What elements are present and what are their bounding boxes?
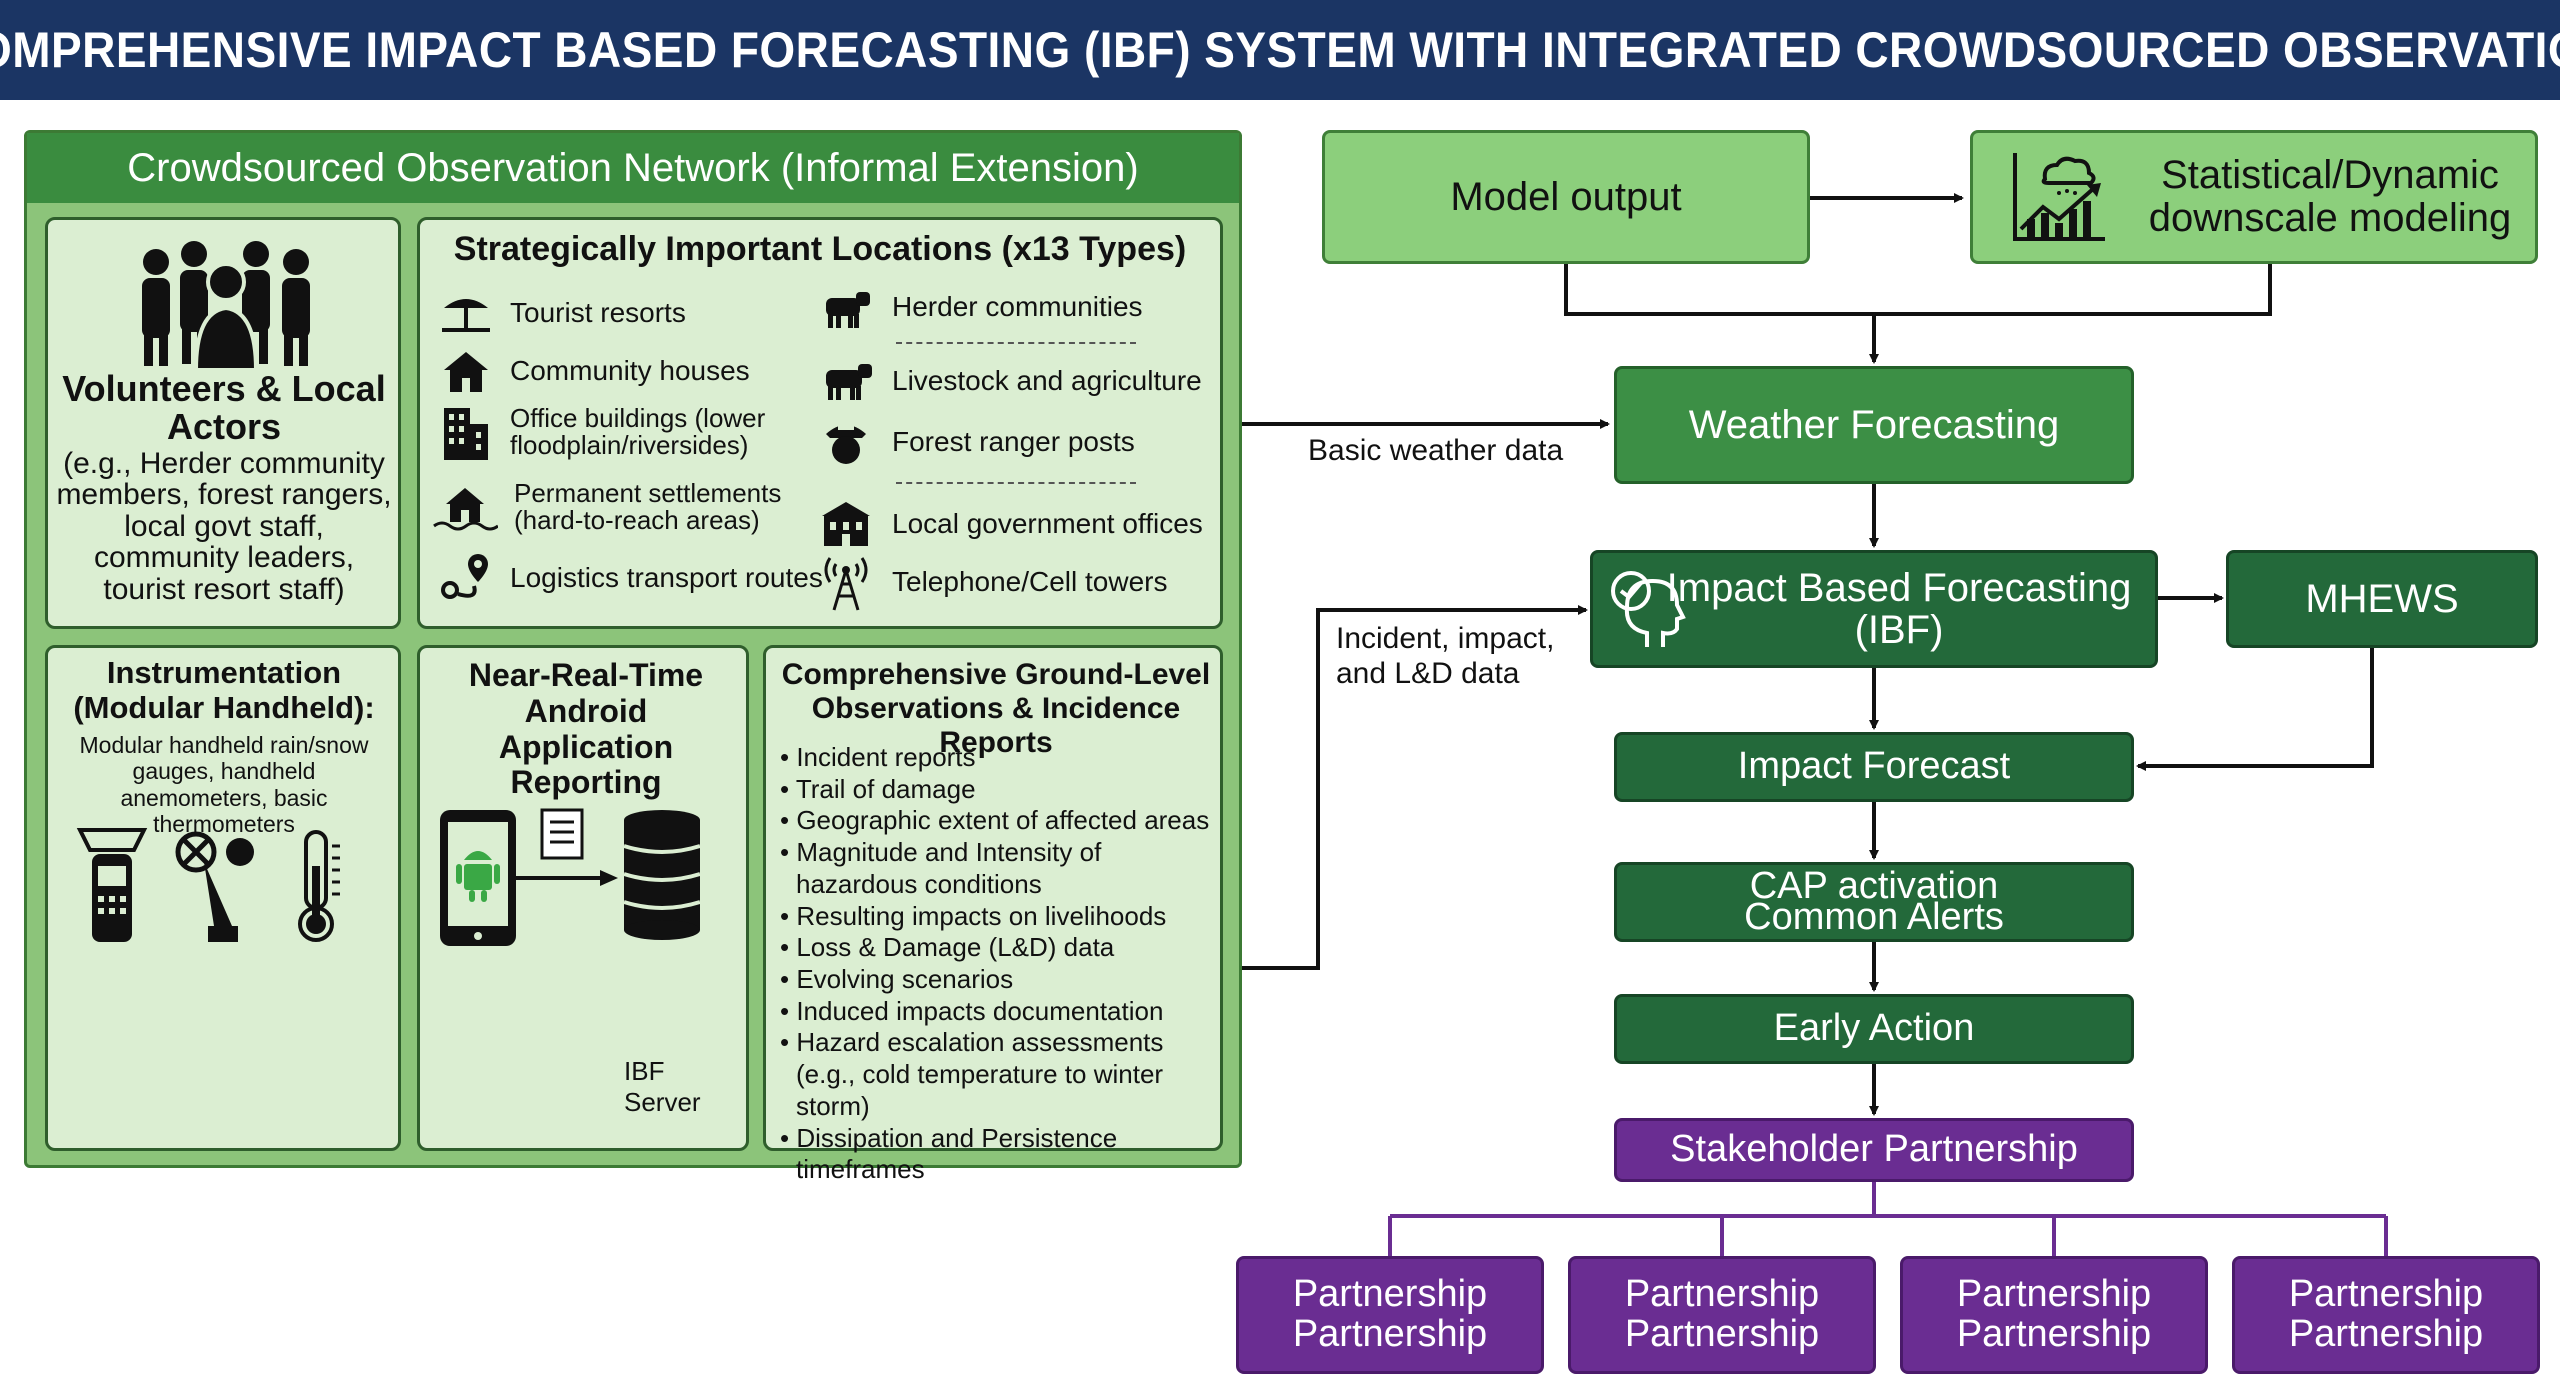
list-item: Hazard escalation assessments (e.g., col…: [780, 1027, 1220, 1122]
partnership-node: Partnership Partnership: [1236, 1256, 1544, 1374]
divider: [896, 342, 1136, 344]
route-pin-icon: [441, 554, 488, 599]
list-item: Resulting impacts on livelihoods: [780, 901, 1220, 933]
volunteers-title: Volunteers & Local Actors: [62, 368, 386, 447]
thermometer-icon: [298, 830, 340, 942]
list-item: Induced impacts documentation: [780, 996, 1220, 1028]
rain-gauge-icon: [76, 828, 148, 942]
government-building-icon: [822, 502, 870, 546]
list-item: Trail of damage: [780, 774, 1220, 806]
cow-icon: [826, 292, 870, 328]
location-item: Tourist resorts: [438, 290, 686, 336]
livestock-icon: [826, 364, 872, 400]
location-item: Herder communities: [816, 282, 1143, 332]
list-item: Dissipation and Persistence timeframes: [780, 1123, 1220, 1186]
list-item: Magnitude and Intensity of hazardous con…: [780, 837, 1220, 900]
merge-line: [1564, 264, 2272, 316]
location-item: Local government offices: [816, 498, 1203, 550]
cell-tower-icon: [824, 557, 868, 611]
android-title: Near-Real-Time Android Application Repor…: [468, 657, 704, 801]
weather-forecasting-node: Weather Forecasting: [1614, 366, 2134, 484]
mhews-node: MHEWS: [2226, 550, 2538, 648]
location-item: Office buildings (lower floodplain/river…: [438, 402, 778, 462]
partnership-node: Partnership Partnership: [1568, 1256, 1876, 1374]
basic-weather-label: Basic weather data: [1308, 434, 1564, 467]
list-item: Loss & Damage (L&D) data: [780, 932, 1220, 964]
ibf-node: Impact Based Forecasting (IBF): [1590, 550, 2158, 668]
partnership-tree: [1388, 1182, 2388, 1256]
app-to-server-illustration: [440, 808, 701, 946]
stakeholder-partnership-node: Stakeholder Partnership: [1614, 1118, 2134, 1182]
impact-forecast-node: Impact Forecast: [1614, 732, 2134, 802]
instruments-illustration: [76, 828, 340, 942]
location-item: Permanent settlements (hard-to-reach are…: [432, 479, 792, 535]
ranger-icon: [826, 424, 866, 464]
climate-chart-icon: [2013, 153, 2105, 241]
house-icon: [444, 352, 488, 392]
instrumentation-title: Instrumentation (Modular Handheld):: [73, 655, 375, 725]
locations-title: Strategically Important Locations (x13 T…: [453, 230, 1187, 268]
beach-umbrella-icon: [442, 299, 490, 332]
settlement-icon: [433, 488, 498, 531]
volunteers-box: Volunteers & Local Actors (e.g., Herder …: [45, 217, 401, 629]
head-brain-icon: [1611, 571, 1686, 647]
arrow-mhews-to-impact: [2136, 648, 2374, 771]
ibf-server-label: IBF Server: [624, 1056, 701, 1117]
observations-box: Comprehensive Ground-Level Observations …: [763, 645, 1223, 1184]
list-item: Incident reports: [780, 742, 1220, 774]
model-output-node: Model output: [1322, 130, 1810, 264]
locations-box: Strategically Important Locations (x13 T…: [417, 217, 1223, 629]
observations-title: Comprehensive Ground-Level Observations …: [781, 658, 1211, 760]
android-icon: [456, 851, 500, 902]
divider: [896, 482, 1136, 484]
title-bar: COMPREHENSIVE IMPACT BASED FORECASTING (…: [0, 0, 2560, 100]
location-item: Forest ranger posts: [816, 414, 1135, 470]
location-item: Logistics transport routes: [438, 550, 823, 606]
list-item: Geographic extent of affected areas: [780, 805, 1220, 837]
partnership-node: Partnership Partnership: [2232, 1256, 2540, 1374]
anemometer-icon: [175, 831, 254, 942]
page-title: COMPREHENSIVE IMPACT BASED FORECASTING (…: [0, 22, 2560, 78]
partnership-node: Partnership Partnership: [1900, 1256, 2208, 1374]
downscale-node: Statistical/Dynamic downscale modeling: [1970, 130, 2538, 264]
document-icon: [540, 808, 584, 860]
instrumentation-detail: Modular handheld rain/snow gauges, handh…: [79, 732, 369, 838]
volunteers-detail: (e.g., Herder community members, forest …: [56, 446, 392, 606]
office-building-icon: [444, 408, 488, 460]
instrumentation-box: Instrumentation (Modular Handheld): Modu…: [45, 645, 401, 1151]
cap-activation-node: CAP activation Common Alerts: [1614, 862, 2134, 942]
crowdsourced-network-panel: Crowdsourced Observation Network (Inform…: [24, 130, 1242, 1184]
location-item: Community houses: [438, 348, 750, 394]
android-reporting-box: Near-Real-Time Android Application Repor…: [417, 645, 749, 1151]
location-item: Livestock and agriculture: [816, 358, 1202, 404]
list-item: Evolving scenarios: [780, 964, 1220, 996]
people-group-icon: [142, 241, 310, 372]
location-item: Telephone/Cell towers: [816, 552, 1168, 612]
server-database-icon: [623, 810, 701, 940]
early-action-node: Early Action: [1614, 994, 2134, 1064]
network-header: Crowdsourced Observation Network (Inform…: [27, 133, 1239, 203]
observations-list: Incident reports Trail of damage Geograp…: [780, 742, 1220, 1186]
incident-data-label: Incident, impact, and L&D data: [1336, 622, 1555, 690]
